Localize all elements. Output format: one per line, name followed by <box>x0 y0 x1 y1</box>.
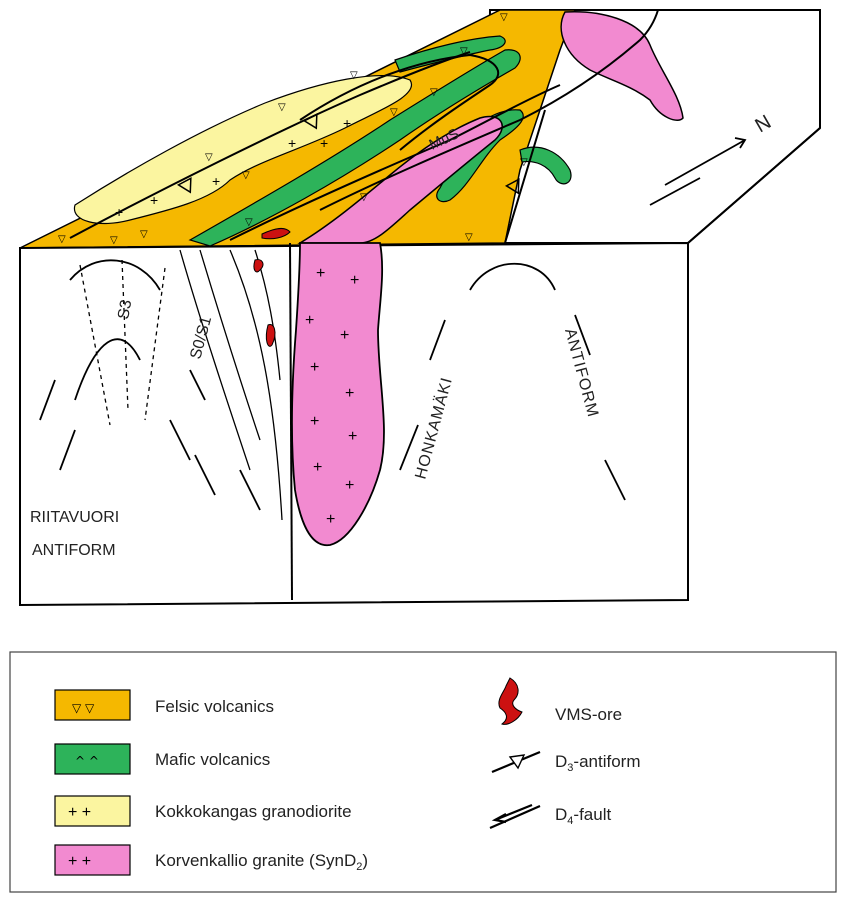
svg-text:▽: ▽ <box>460 46 468 57</box>
vms-ore-label: VMS-ore <box>555 705 622 724</box>
d4-fault-label: D4-fault <box>555 805 611 827</box>
svg-text:+: + <box>115 204 123 220</box>
felsic-label: Felsic volcanics <box>155 697 274 716</box>
svg-text:▽: ▽ <box>140 229 148 240</box>
mafic-label: Mafic volcanics <box>155 750 270 769</box>
riitavuori-antiform-label: ANTIFORM <box>32 542 116 559</box>
svg-text:▽: ▽ <box>110 235 118 246</box>
svg-text:+: + <box>310 413 319 430</box>
svg-text:+: + <box>313 459 322 476</box>
svg-text:+: + <box>305 312 314 329</box>
svg-text:▽: ▽ <box>58 234 66 245</box>
svg-text:+: + <box>340 327 349 344</box>
granodiorite-swatch <box>55 796 130 826</box>
svg-text:▽: ▽ <box>520 157 528 168</box>
svg-text:+: + <box>310 359 319 376</box>
granite-swatch-symbol: + + <box>68 853 91 870</box>
svg-text:+: + <box>343 115 351 131</box>
svg-text:▽: ▽ <box>360 192 368 203</box>
svg-text:+: + <box>288 135 296 151</box>
svg-text:+: + <box>326 511 335 528</box>
riitavuori-label: RIITAVUORI <box>30 509 119 526</box>
svg-text:+: + <box>348 428 357 445</box>
svg-text:+: + <box>150 192 158 208</box>
svg-text:▽: ▽ <box>278 102 286 113</box>
svg-text:+: + <box>345 385 354 402</box>
s3-label: S3 <box>115 298 135 320</box>
svg-text:▽: ▽ <box>242 170 250 181</box>
granodiorite-swatch-symbol: + + <box>68 804 91 821</box>
svg-text:▽: ▽ <box>245 217 253 228</box>
svg-text:+: + <box>320 135 328 151</box>
felsic-swatch-symbol: ▽ ▽ <box>72 701 95 715</box>
svg-text:▽: ▽ <box>350 70 358 81</box>
svg-text:▽: ▽ <box>205 152 213 163</box>
granite-swatch <box>55 845 130 875</box>
granite-label: Korvenkallio granite (SynD2) <box>155 851 368 873</box>
granodiorite-label: Kokkokangas granodiorite <box>155 802 352 821</box>
svg-text:+: + <box>350 272 359 289</box>
mafic-swatch-symbol: ^ ^ <box>75 754 99 768</box>
svg-text:▽: ▽ <box>430 87 438 98</box>
legend-box <box>10 652 836 892</box>
svg-text:▽: ▽ <box>465 232 473 243</box>
svg-text:+: + <box>316 265 325 282</box>
svg-text:+: + <box>212 173 220 189</box>
svg-text:▽: ▽ <box>390 107 398 118</box>
svg-text:+: + <box>345 477 354 494</box>
svg-text:▽: ▽ <box>500 12 508 23</box>
